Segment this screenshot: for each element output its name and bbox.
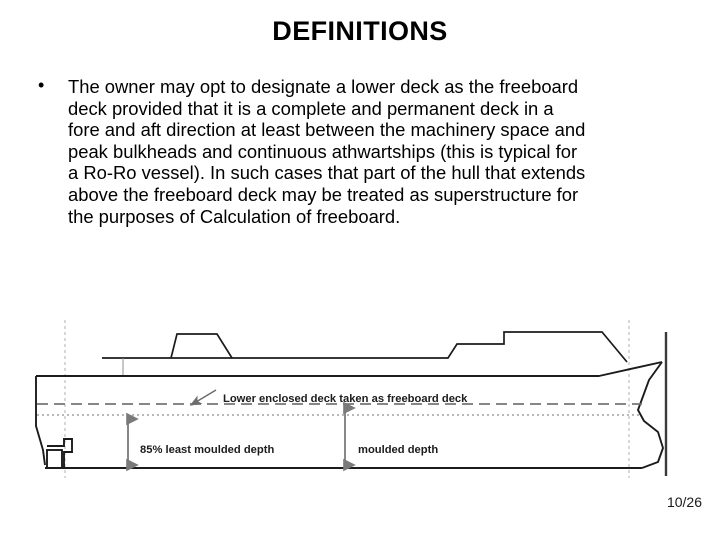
- freeboard-deck-leader-arrow: [189, 389, 217, 406]
- page-title: DEFINITIONS: [272, 16, 448, 46]
- label-85-percent-least-moulded-depth: 85% least moulded depth: [140, 444, 274, 456]
- stern-rudder-detail: [46, 438, 73, 469]
- upper-deck-line: [102, 331, 628, 363]
- list-item: The owner may opt to designate a lower d…: [30, 75, 590, 227]
- bullet-list: The owner may opt to designate a lower d…: [30, 75, 590, 227]
- ship-profile-diagram: Lower enclosed deck taken as freeboard d…: [18, 318, 702, 518]
- page-number: 10/26: [666, 494, 702, 510]
- deckhouse-trapezoid: [170, 333, 233, 359]
- reference-guide-lines: [64, 320, 630, 478]
- label-freeboard-deck: Lower enclosed deck taken as freeboard d…: [223, 393, 468, 405]
- label-moulded-depth: moulded depth: [358, 444, 438, 456]
